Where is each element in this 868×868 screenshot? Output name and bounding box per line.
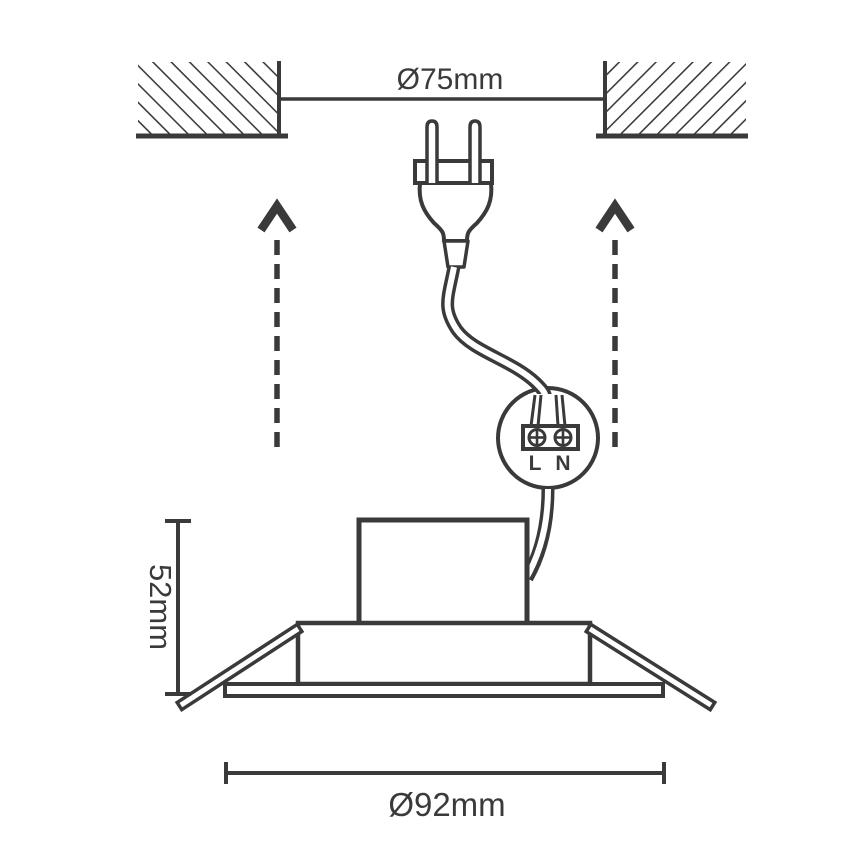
plug-body — [417, 181, 494, 243]
fixture-diameter-label: Ø92mm — [388, 786, 505, 823]
terminal-label-neutral: N — [555, 452, 570, 475]
up-arrow-right-icon — [595, 198, 635, 447]
plug-neck — [442, 239, 470, 269]
up-arrow-left-icon — [257, 198, 297, 447]
ceiling-hatch-right — [605, 62, 746, 136]
lamp-body — [295, 620, 593, 687]
cord-lower-core — [522, 488, 551, 582]
downlight-fixture — [174, 517, 718, 713]
trim-ring — [223, 682, 665, 698]
arrowhead-left — [257, 198, 297, 233]
terminal-label-live: L — [529, 452, 542, 475]
diameter-dimension: Ø92mm — [224, 762, 666, 823]
terminal-screw-right-icon — [553, 428, 573, 447]
plug-pin-left — [425, 119, 439, 183]
ceiling-section — [136, 61, 748, 139]
power-cord-upper — [441, 265, 553, 400]
arrowhead-right — [595, 198, 635, 233]
mains-plug-icon — [413, 119, 494, 269]
wire-live-right — [536, 394, 543, 427]
spring-clip-left — [174, 621, 305, 713]
plug-pin-right — [468, 119, 482, 183]
cutout-dimension: Ø75mm — [281, 63, 603, 101]
terminal-block: L N — [521, 394, 580, 475]
power-cord-lower — [521, 488, 555, 582]
driver-box — [356, 517, 530, 627]
cord-upper-core — [444, 266, 549, 399]
wire-live-left — [529, 394, 537, 427]
terminal-screw-left-icon — [527, 428, 547, 447]
cutout-diameter-label: Ø75mm — [397, 63, 504, 96]
terminal-wires — [529, 394, 567, 427]
wire-neutral-left — [554, 394, 560, 427]
wire-neutral-right — [560, 394, 567, 427]
fixture-height-label: 52mm — [143, 564, 178, 650]
height-dimension: 52mm — [143, 519, 191, 696]
ceiling-hatch-left — [138, 62, 279, 136]
spring-clip-right — [583, 621, 718, 713]
